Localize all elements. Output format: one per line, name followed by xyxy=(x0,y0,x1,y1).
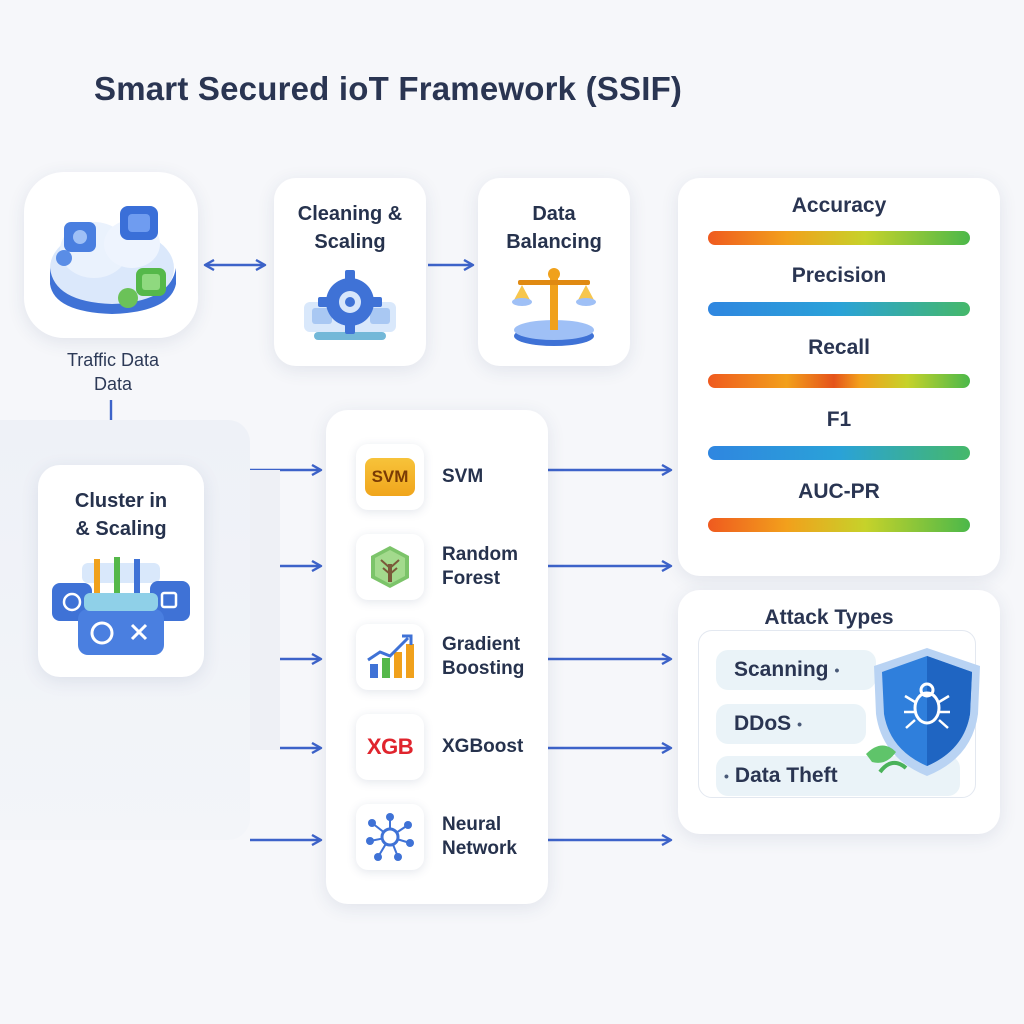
gb-label-2: Boosting xyxy=(442,658,525,679)
svm-icon: SVM xyxy=(356,444,424,510)
attack-types-panel: Attack Types Scanning• DDoS• •Data Theft xyxy=(678,590,1000,834)
cleaning-label-1: Cleaning & xyxy=(297,203,403,225)
model-nn-label: Neural Network xyxy=(442,804,517,870)
gb-label-1: Gradient xyxy=(442,634,521,655)
metric-precision-label: Precision xyxy=(791,264,887,287)
tree-icon xyxy=(356,534,424,600)
metric-precision-bar xyxy=(708,302,970,316)
neural-network-icon xyxy=(356,804,424,870)
data-balancing-label: Data Balancing xyxy=(478,200,630,256)
bar-chart-graphic xyxy=(367,634,414,678)
svm-label-1: SVM xyxy=(442,466,484,487)
metric-f1-bar xyxy=(708,446,970,460)
gear-icon xyxy=(304,270,396,340)
rf-label-2: Forest xyxy=(442,568,501,589)
bar-chart-icon xyxy=(356,624,424,690)
model-neural-network: Neural Network xyxy=(356,804,556,870)
cluster-scaling-node: Cluster in & Scaling xyxy=(38,465,204,677)
models-panel: SVM SVM Random Forest xyxy=(326,410,548,904)
xgb-icon: XGB xyxy=(356,714,424,780)
model-gb-label: Gradient Boosting xyxy=(442,624,524,690)
traffic-data-label-1: Traffic Data xyxy=(66,350,160,370)
metric-recall-label: Recall xyxy=(808,336,870,359)
cluster-label-1: Cluster in xyxy=(74,490,168,512)
attack-item-ddos: DDoS• xyxy=(716,704,866,744)
cleaning-scaling-label: Cleaning & Scaling xyxy=(274,200,426,256)
rf-label-1: Random xyxy=(442,544,518,565)
model-rf-label: Random Forest xyxy=(442,534,518,600)
metric-aucpr-label: AUC-PR xyxy=(798,480,880,503)
metric-aucpr-bar xyxy=(708,518,970,532)
nn-label-1: Neural xyxy=(442,814,502,835)
metrics-panel: Accuracy Precision Recall F1 AUC-PR xyxy=(678,178,1000,576)
attack-scanning-label: Scanning xyxy=(734,658,829,681)
cloud-devices-icon xyxy=(50,206,176,314)
shield-bug-icon xyxy=(866,648,980,776)
model-svm: SVM SVM xyxy=(356,444,556,510)
balance-scale-icon xyxy=(512,268,596,346)
cluster-scaling-label: Cluster in & Scaling xyxy=(38,487,204,543)
model-svm-label: SVM xyxy=(442,444,483,510)
balancing-label-2: Balancing xyxy=(506,231,602,253)
svm-icon-text: SVM xyxy=(365,458,415,496)
cubes-icon xyxy=(52,557,190,655)
model-xgb-label: XGBoost xyxy=(442,714,523,780)
model-random-forest: Random Forest xyxy=(356,534,556,600)
data-balancing-node: Data Balancing xyxy=(478,178,630,366)
cleaning-label-2: Scaling xyxy=(314,231,386,253)
balancing-label-1: Data xyxy=(532,203,576,225)
attack-item-scanning: Scanning• xyxy=(716,650,876,690)
xgb-label-1: XGBoost xyxy=(442,736,524,757)
neural-network-graphic xyxy=(366,813,414,861)
metric-f1-label: F1 xyxy=(826,408,852,431)
page-title: Smart Secured ioT Framework (SSIF) xyxy=(94,70,683,107)
model-gradient-boosting: Gradient Boosting xyxy=(356,624,556,690)
metric-accuracy-bar xyxy=(708,231,970,245)
attack-ddos-label: DDoS xyxy=(734,712,792,735)
tree-graphic xyxy=(371,546,409,588)
metric-recall-bar xyxy=(708,374,970,388)
cluster-backdrop-side xyxy=(250,470,280,750)
nn-label-2: Network xyxy=(442,838,517,859)
attack-data-theft-label: Data Theft xyxy=(734,764,838,787)
traffic-data-label-2: Data xyxy=(93,374,133,394)
model-xgboost: XGB XGBoost xyxy=(356,714,556,780)
cluster-label-2: & Scaling xyxy=(75,518,167,540)
attack-types-title: Attack Types xyxy=(764,606,894,629)
xgb-icon-text: XGB xyxy=(366,734,414,759)
traffic-data-node xyxy=(24,172,198,338)
cleaning-scaling-node: Cleaning & Scaling xyxy=(274,178,426,366)
metric-accuracy-label: Accuracy xyxy=(791,194,887,217)
traffic-data-caption: Traffic Data Data xyxy=(30,348,196,396)
